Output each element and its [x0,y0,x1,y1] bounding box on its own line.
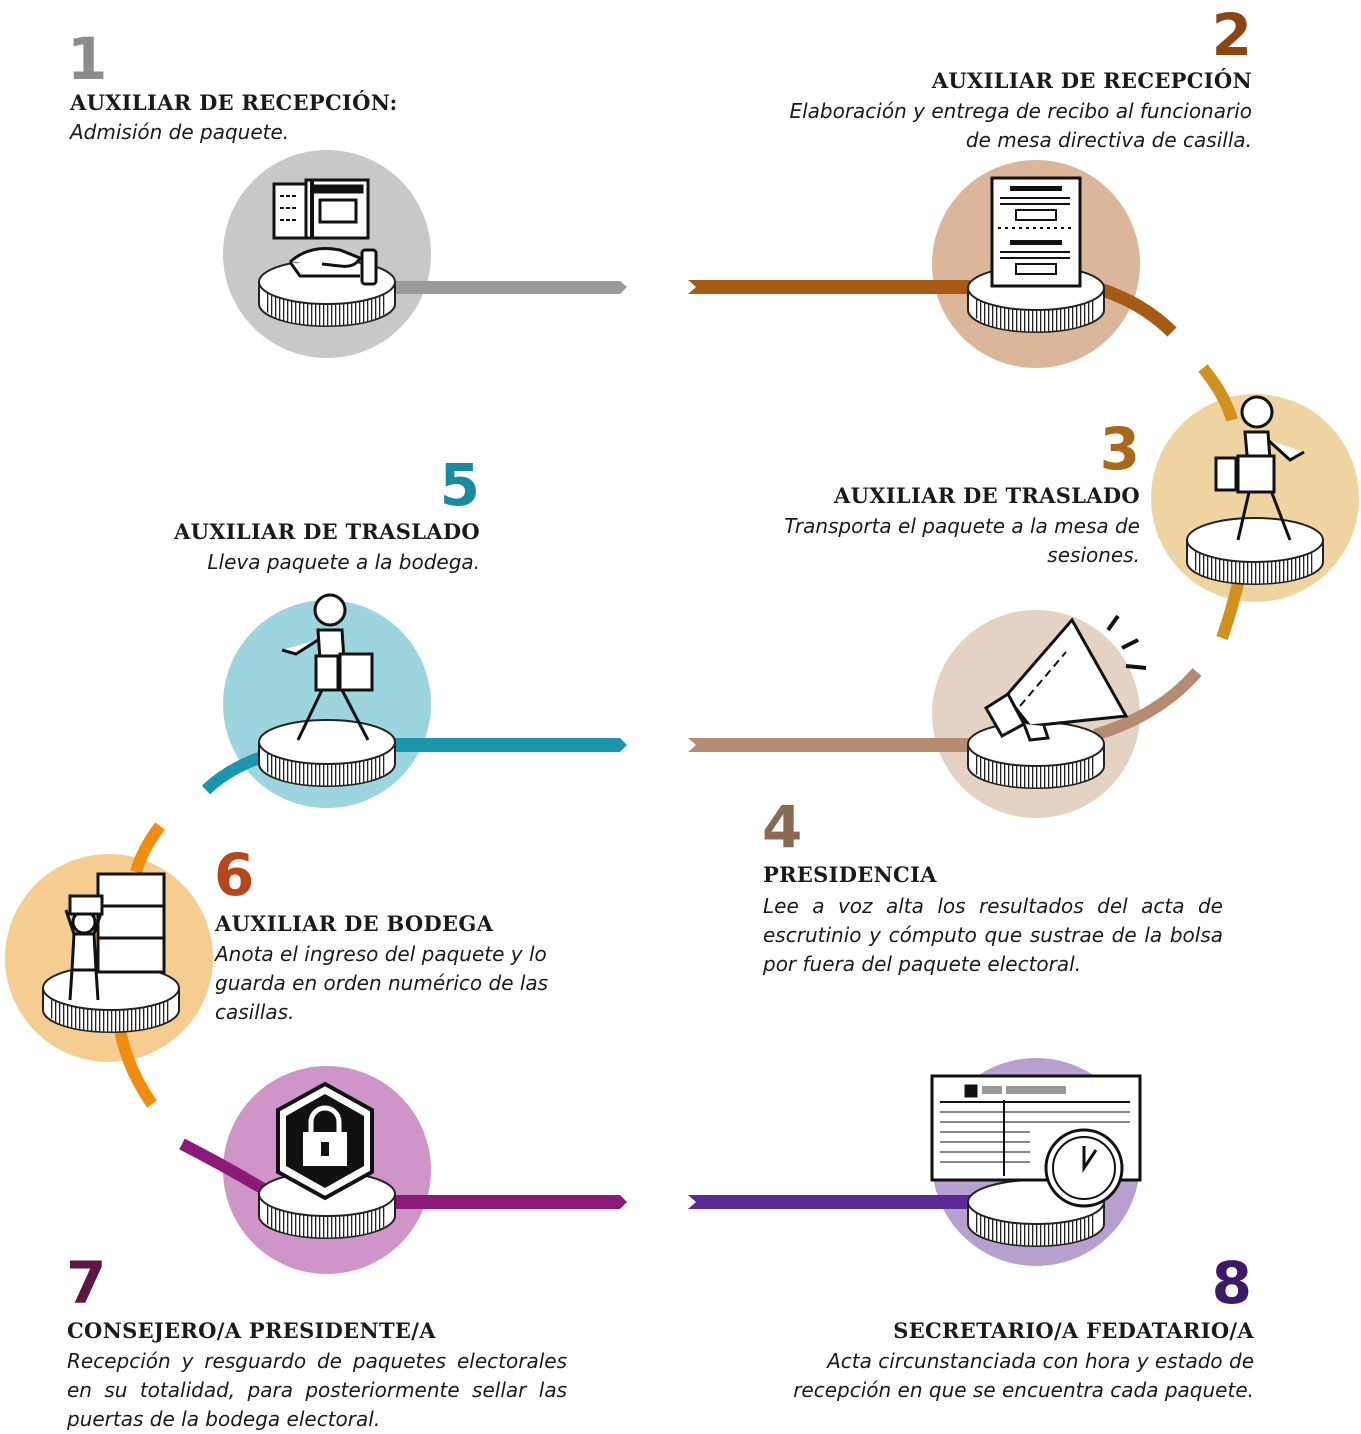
connector-7-curve [179,1138,269,1196]
hand-receiving-package-icon [272,178,378,286]
step7-role: CONSEJERO/A PRESIDENTE/A [67,1318,436,1343]
step8-role: SECRETARIO/A FEDATARIO/A [893,1318,1254,1343]
walking-person-icon [281,593,374,741]
step5-role: AUXILIAR DE TRASLADO [174,519,480,544]
step6-coin [42,965,180,1033]
connector-2 [688,280,970,294]
step3-number: 3 [1099,415,1140,483]
walking-person-icon [1214,395,1305,541]
connector-6-bottom [114,1028,157,1108]
megaphone-icon [983,614,1147,742]
step1-description: Admisión de paquete. [70,120,290,144]
padlock-cube-icon [276,1081,374,1201]
person-shelf-icon [64,872,166,1001]
step8-description: Acta circunstanciada con hora y estado d… [793,1349,1254,1402]
step6-number: 6 [214,841,255,909]
step2-role: AUXILIAR DE RECEPCIÓN [931,68,1252,93]
step4-number: 4 [762,793,803,861]
step2-description: Elaboración y entrega de recibo al funci… [789,99,1252,152]
connector-5 [395,738,627,752]
step1-number: 1 [67,25,108,93]
connector-3-top [1198,364,1238,422]
step7-description: Recepción y resguardo de paquetes electo… [67,1349,567,1431]
step8-number: 8 [1211,1249,1252,1317]
step6-description: Anota el ingreso del paquete y lo guarda… [215,942,549,1024]
receipt-document-icon [990,176,1082,288]
step7-coin [258,1171,396,1239]
connector-7 [395,1195,627,1209]
connector-4 [688,738,970,752]
document-clock-icon [930,1074,1142,1208]
step6-role: AUXILIAR DE BODEGA [215,911,494,936]
step5-description: Lleva paquete a la bodega. [207,550,480,574]
connector-8 [688,1195,970,1209]
step5-coin [258,719,396,787]
step2-number: 2 [1211,1,1252,69]
connector-4-curve [1093,668,1202,741]
step4-description: Lee a voz alta los resultados del acta d… [763,894,1223,976]
connector-6-top [130,822,165,874]
step1-role: AUXILIAR DE RECEPCIÓN: [70,90,398,115]
step3-description: Transporta el paquete a la mesa de sesio… [784,514,1140,567]
step5-number: 5 [439,451,480,519]
step3-coin [1186,517,1324,585]
step4-role: PRESIDENCIA [763,862,937,887]
step3-role: AUXILIAR DE TRASLADO [834,483,1140,508]
step7-number: 7 [66,1249,107,1317]
connector-1 [395,281,627,294]
